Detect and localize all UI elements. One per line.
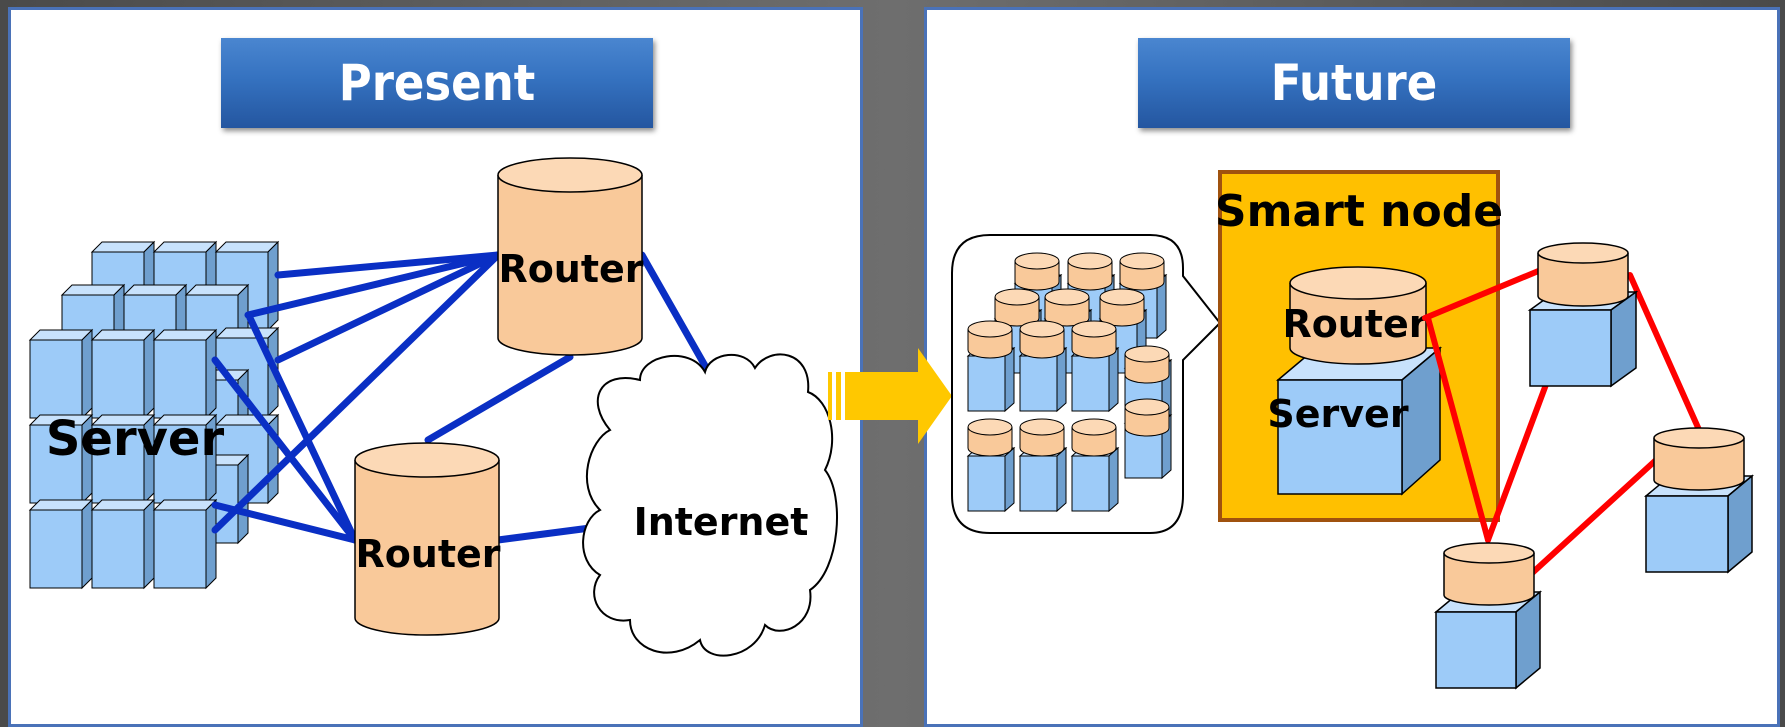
future-title: Future (1138, 38, 1570, 128)
internet-cloud (582, 353, 838, 657)
present-links (211, 251, 716, 544)
internet-label: Internet (634, 500, 809, 544)
transition-arrow (828, 348, 952, 444)
smart-node-router (1289, 266, 1427, 365)
present-router-top-label: Router (498, 247, 643, 291)
future-node-top (1527, 242, 1639, 388)
smart-node-router-label: Router (1282, 302, 1427, 346)
present-title: Present (221, 38, 653, 128)
future-node-right (1643, 427, 1755, 574)
smart-node-server-label: Server (1267, 392, 1408, 436)
present-router-bottom-label: Router (355, 532, 500, 576)
smart-node-label: Smart node (1215, 186, 1503, 237)
future-node-bottom (1433, 542, 1543, 690)
present-router-bottom (354, 442, 500, 636)
present-server-label: Server (46, 411, 225, 467)
present-router-top (497, 157, 643, 356)
